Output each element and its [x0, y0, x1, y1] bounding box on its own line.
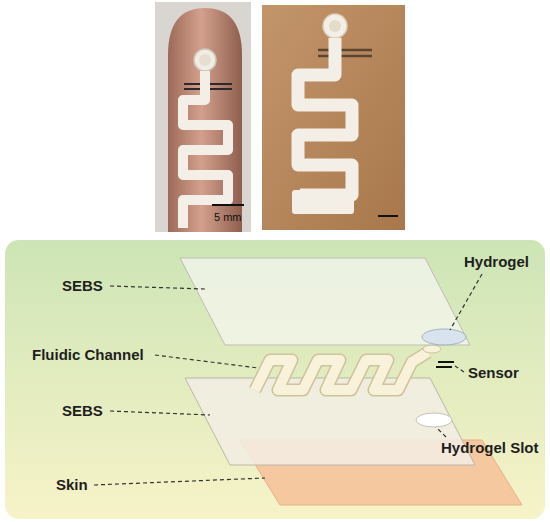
- device-reservoir: [199, 54, 211, 66]
- hydrogel-disk: [422, 329, 466, 345]
- hydrogel-slot: [416, 413, 452, 427]
- leader-line: [455, 366, 464, 372]
- part-label: Hydrogel Slot: [441, 439, 539, 457]
- device-reservoir: [194, 49, 216, 71]
- sensor: [318, 49, 372, 52]
- sensor: [438, 361, 454, 363]
- part-label: SEBS: [62, 277, 103, 295]
- sensor: [318, 55, 372, 58]
- part-label: Sensor: [468, 364, 519, 382]
- panel-background: [5, 240, 545, 519]
- fluidic-channel: [255, 352, 428, 390]
- device-channel: [298, 38, 352, 195]
- part-label: Hydrogel: [464, 253, 529, 271]
- leader-line: [94, 478, 265, 485]
- sensor: [436, 366, 452, 368]
- scale-bar: [378, 215, 398, 217]
- leader-line: [155, 355, 258, 368]
- leader-line: [436, 427, 446, 437]
- scale-bar: [212, 204, 244, 206]
- part-label: Skin: [56, 476, 88, 494]
- finger: [168, 8, 242, 232]
- device-reservoir: [323, 14, 347, 38]
- part-label: Fluidic Channel: [32, 346, 144, 364]
- device-reservoir: [329, 20, 341, 32]
- part-label: SEBS: [62, 402, 103, 420]
- photo-background: [262, 5, 405, 230]
- leader-line: [110, 286, 205, 289]
- leader-line: [450, 274, 482, 330]
- leader-line: [110, 411, 210, 415]
- sebs-layer: [180, 258, 470, 345]
- device-pad: [292, 190, 354, 214]
- channel-inlet: [423, 345, 441, 353]
- fluidic-channel: [255, 352, 428, 390]
- scale-label: 5 mm: [214, 211, 242, 224]
- photo-background: [155, 2, 251, 232]
